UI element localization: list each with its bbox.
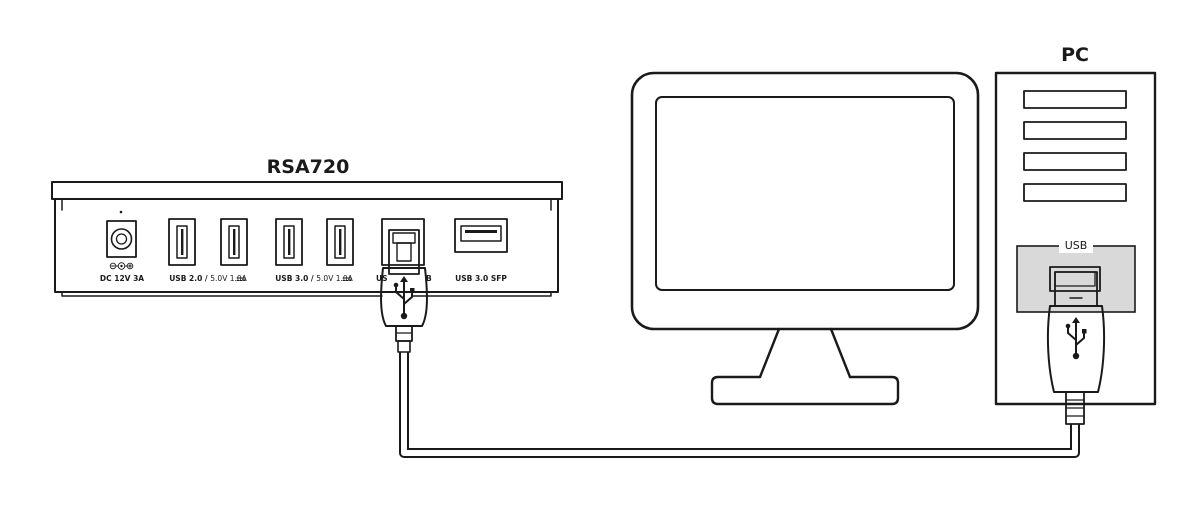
usb3-port-2	[326, 218, 354, 266]
dc-jack: DC 12V 3A	[100, 210, 144, 283]
pc-case	[994, 71, 1157, 406]
power-led	[119, 210, 123, 214]
dc-symbol-icon-2	[342, 277, 352, 281]
monitor	[630, 71, 980, 406]
drive-bay-1	[1023, 90, 1127, 109]
pc-usb-a-port	[1049, 266, 1101, 292]
monitor-neck	[758, 327, 852, 379]
dc-symbol-icon	[236, 277, 246, 281]
hub-body	[54, 198, 559, 293]
dc-port-label: DC 12V 3A	[100, 274, 144, 283]
usb3-sfp-port: USB 3.0 SFP	[454, 218, 508, 283]
monitor-screen	[655, 96, 955, 291]
sfp-port-label: USB 3.0 SFP	[455, 274, 507, 283]
pc-usb-panel: USB	[1016, 237, 1136, 313]
usb3-port-1	[275, 218, 303, 266]
rsa720-hub: RSA720 DC 12V 3A	[51, 156, 563, 297]
usb3-port-caption: USB 3.0 / 5.0V 1.0A	[275, 274, 353, 283]
pc-tower: PC USB	[994, 44, 1157, 425]
usb2-port-caption: USB 2.0 / 5.0V 1.0A	[169, 274, 247, 283]
drive-bay-3	[1023, 152, 1127, 171]
usb-trident-icon-2	[1065, 317, 1087, 360]
drive-bay-4	[1023, 183, 1127, 202]
hub-lid	[51, 181, 563, 200]
usb2-port-2	[220, 218, 248, 266]
usb2-port-1	[168, 218, 196, 266]
dc-polarity-icon	[109, 262, 134, 270]
hub-body-inner-edge	[61, 198, 552, 211]
drive-bay-2	[1023, 121, 1127, 140]
usb-b-plug	[380, 229, 428, 353]
usb-panel-label: USB	[1065, 239, 1088, 252]
hub-title: RSA720	[267, 156, 350, 178]
usb-cable	[399, 352, 1080, 458]
monitor-stand-base	[710, 375, 900, 406]
usb-panel-label-gap	[1059, 237, 1093, 253]
usb-b-port-label-right: B	[426, 274, 432, 283]
usb-panel-plate	[1016, 245, 1136, 313]
usb-trident-icon	[393, 276, 415, 320]
hub-feet	[61, 291, 552, 297]
pc-title: PC	[1061, 44, 1089, 66]
usb-a-plug	[1046, 271, 1106, 425]
